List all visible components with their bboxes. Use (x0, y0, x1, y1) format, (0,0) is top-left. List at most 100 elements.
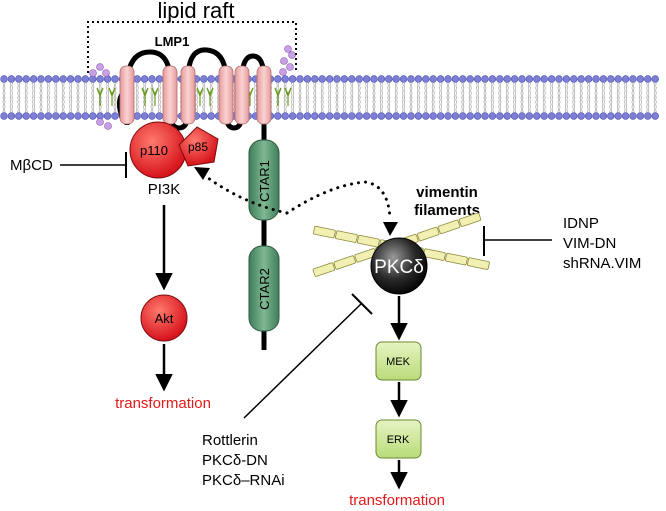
lipid-tail (455, 96, 457, 103)
lipid-tail (616, 82, 618, 89)
lipid-tail (439, 82, 441, 89)
tm-segment-2 (162, 65, 178, 125)
lipid-tail (396, 96, 398, 103)
lipid-tail (537, 96, 539, 103)
lipid-tail (69, 96, 71, 103)
lipid-tail (54, 82, 56, 89)
lipid-tail (529, 106, 531, 113)
lipid-tail (41, 82, 43, 89)
lipid-tail (396, 106, 398, 113)
lipid-tail (596, 96, 598, 103)
lipid-head (296, 112, 304, 120)
p110-label: p110 (140, 143, 168, 158)
lipid-tail (292, 106, 295, 113)
lipid-tail (416, 96, 419, 103)
ctar1-to-vimentin-dotted-arrow (285, 180, 392, 220)
lipid-tail (46, 101, 49, 108)
lipid-tail (601, 106, 604, 113)
lipid-tail (574, 96, 576, 103)
lipid-head (288, 112, 297, 120)
lipid-head (318, 112, 326, 120)
lipid-tail (551, 82, 554, 89)
lipid-raft-bracket (87, 21, 297, 73)
lipid-head (274, 112, 282, 120)
pkcd-circle (370, 237, 428, 295)
lipid-tail (520, 82, 522, 89)
lipid-tail (217, 106, 219, 113)
lipid-tail (137, 106, 139, 113)
lipid-tail (46, 106, 49, 113)
lipid-tail (9, 87, 12, 94)
lipid-tail (98, 106, 100, 113)
lipid-tail (374, 96, 376, 103)
lipid-tail (522, 82, 524, 89)
lipid-tail (135, 82, 137, 89)
lipid-raft-lipids (89, 45, 296, 130)
lipid-tail (461, 101, 463, 108)
lipid-tail (446, 96, 448, 103)
lipid-tail (448, 87, 450, 94)
lipid-tail (468, 96, 470, 103)
lipid-head (81, 112, 90, 120)
lipid-tail (83, 82, 86, 89)
ctar2-domain: CTAR2 (248, 245, 280, 332)
lipid-head (15, 112, 23, 120)
lipid-tail (500, 87, 502, 94)
lipid-tail (283, 106, 285, 113)
lipid-tail (285, 82, 287, 89)
lipid-tail (448, 82, 450, 89)
lipid-tail (83, 96, 86, 103)
lipid-head (518, 75, 526, 83)
lipid-tail (39, 96, 41, 103)
lipid-tail (455, 106, 457, 113)
lipid-head (385, 75, 393, 83)
lipid-tail (611, 87, 613, 94)
lipid-head (570, 112, 578, 120)
lipid-tail (106, 106, 108, 113)
lipid-head (510, 75, 519, 83)
lipid-tail (298, 87, 300, 94)
lipid-tail (387, 101, 389, 108)
lipid-tail (522, 106, 524, 113)
lipid-tail (572, 106, 574, 113)
lipid-tail (39, 101, 41, 108)
lipid-tail (653, 87, 655, 94)
lipid-tail (616, 87, 618, 94)
lipid-tail (498, 106, 500, 113)
lipid-tail (300, 87, 302, 94)
lipid-tail (315, 87, 317, 94)
lipid-tail (233, 101, 235, 108)
lipid-tail (150, 87, 152, 94)
lipid-tail (372, 96, 374, 103)
lipid-tail (85, 82, 87, 89)
lipid-tail (350, 106, 352, 113)
raft-lipid-head (104, 122, 112, 130)
lipid-tail (535, 82, 537, 89)
raft-lipid-head (279, 68, 287, 76)
lipid-tail (648, 87, 650, 94)
lipid-tail (11, 87, 13, 94)
lipid-head (510, 112, 519, 120)
lipid-tail (603, 82, 605, 89)
lipid-tail (439, 101, 441, 108)
lipid-head (303, 112, 312, 120)
lipid-tail (352, 106, 354, 113)
lipid-tail (63, 82, 65, 89)
lipid-head (636, 75, 645, 83)
lipid-tail (468, 87, 470, 94)
lipid-tail (144, 82, 147, 89)
lipid-head (348, 112, 356, 120)
lipid-tail (32, 101, 34, 108)
lipid-tail (394, 106, 396, 113)
lipid-head (444, 112, 452, 120)
lipid-head (362, 112, 371, 120)
lipid-tail (507, 101, 509, 108)
lipid-tail (492, 87, 494, 94)
lipid-tail (283, 87, 285, 94)
lipid-tail (315, 106, 317, 113)
lipid-head (74, 112, 82, 120)
lipid-tail (389, 87, 391, 94)
lipid-head (377, 112, 386, 120)
lipid-tail (418, 101, 420, 108)
